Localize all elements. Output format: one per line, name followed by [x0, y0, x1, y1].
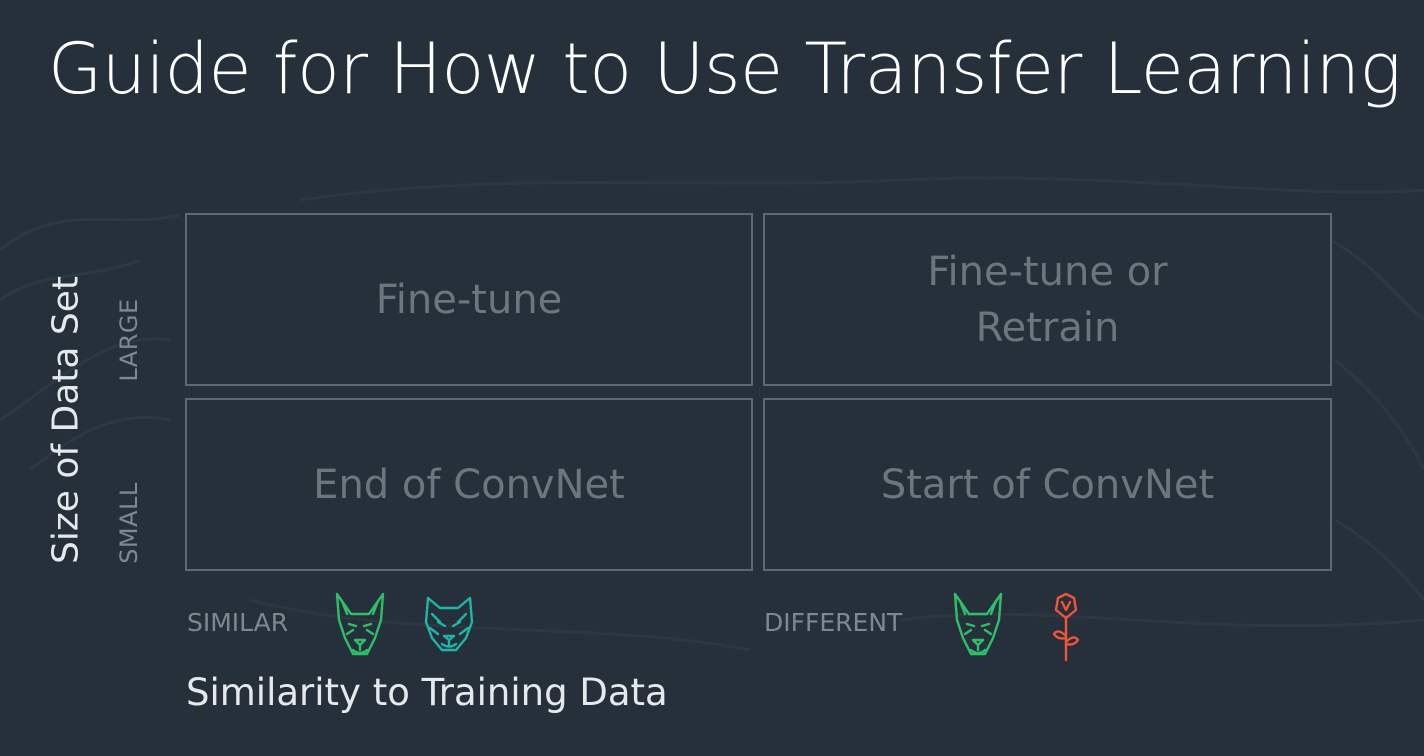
- x-tick-similar: SIMILAR: [187, 608, 289, 637]
- wolf-icon: [424, 596, 474, 652]
- x-axis-label: Similarity to Training Data: [186, 671, 668, 714]
- cell-small-different: Start of ConvNet: [763, 398, 1332, 571]
- dog-icon: [953, 592, 1003, 656]
- cell-small-different-label: Start of ConvNet: [880, 461, 1215, 508]
- cell-large-similar-label: Fine-tune: [375, 276, 563, 323]
- cell-large-different: Fine-tune or Retrain: [763, 213, 1332, 386]
- y-axis-label: Size of Data Set: [45, 276, 87, 564]
- y-tick-small: SMALL: [115, 482, 143, 564]
- page-title: Guide for How to Use Transfer Learning: [48, 28, 1402, 110]
- cell-small-similar: End of ConvNet: [185, 398, 753, 571]
- y-tick-large: LARGE: [115, 298, 143, 382]
- x-tick-different: DIFFERENT: [764, 608, 903, 637]
- dog-icon: [335, 592, 385, 656]
- cell-small-similar-label: End of ConvNet: [313, 461, 625, 508]
- cell-large-different-label: Fine-tune or Retrain: [927, 248, 1168, 351]
- rose-icon: [1052, 592, 1080, 662]
- cell-large-similar: Fine-tune: [185, 213, 753, 386]
